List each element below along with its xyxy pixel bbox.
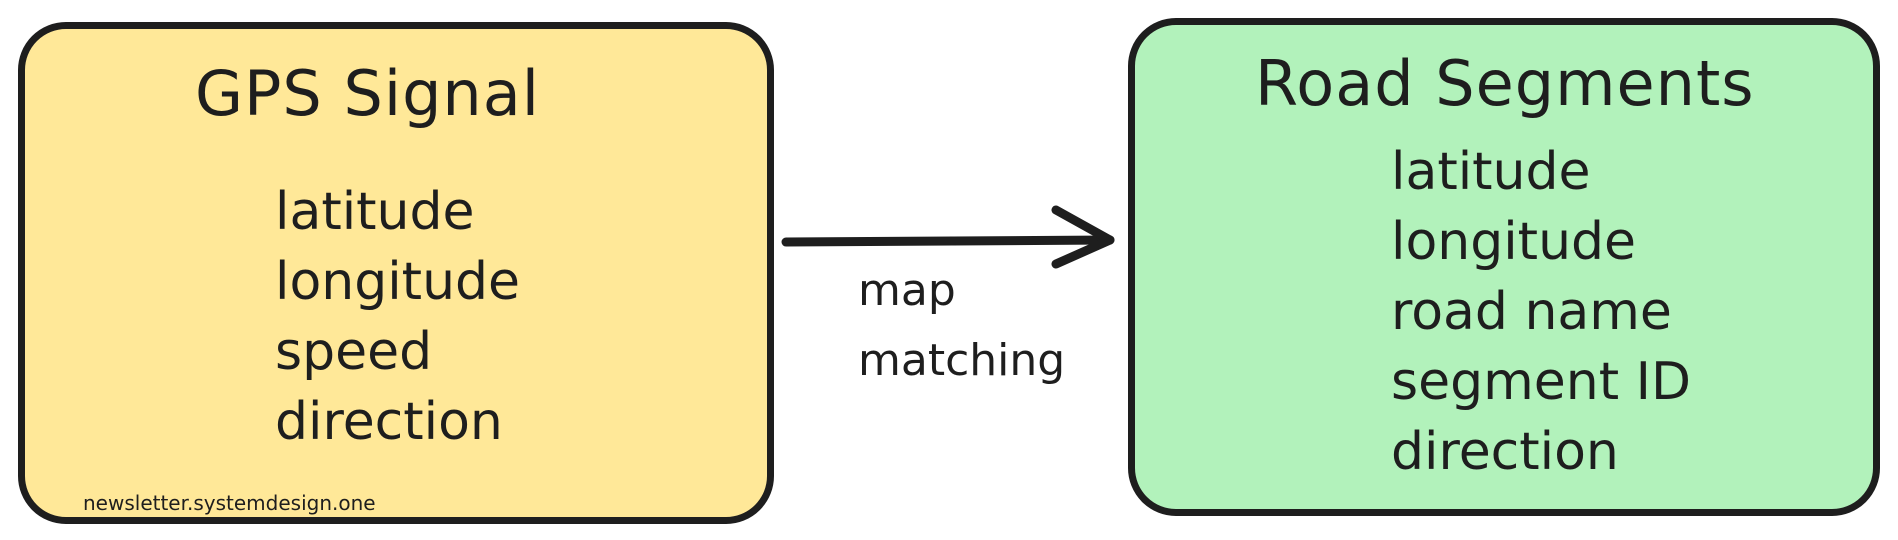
road-field-direction: direction	[1391, 422, 1619, 482]
road-segments-node[interactable]: Road Segments latitude longitude road na…	[1128, 18, 1880, 516]
road-segments-fields: latitude longitude road name segment ID …	[1391, 137, 1691, 487]
road-field-latitude: latitude	[1391, 142, 1591, 202]
road-segments-title: Road Segments	[1255, 47, 1755, 120]
gps-signal-title: GPS Signal	[195, 57, 540, 130]
gps-field-latitude: latitude	[275, 182, 475, 242]
road-field-longitude: longitude	[1391, 212, 1637, 272]
gps-field-direction: direction	[275, 392, 503, 452]
arrow-head	[1051, 205, 1115, 269]
gps-field-longitude: longitude	[275, 252, 521, 312]
edge-label-map: map	[858, 265, 956, 316]
gps-signal-node[interactable]: GPS Signal latitude longitude speed dire…	[18, 22, 774, 524]
gps-signal-fields: latitude longitude speed direction	[275, 177, 520, 457]
map-matching-arrow	[781, 205, 1115, 269]
edge-label-matching: matching	[858, 335, 1066, 386]
road-field-segment-id: segment ID	[1391, 352, 1691, 412]
arrow-shaft	[781, 235, 1115, 247]
gps-field-speed: speed	[275, 322, 433, 382]
road-field-road-name: road name	[1391, 282, 1672, 342]
watermark: newsletter.systemdesign.one	[83, 491, 376, 515]
